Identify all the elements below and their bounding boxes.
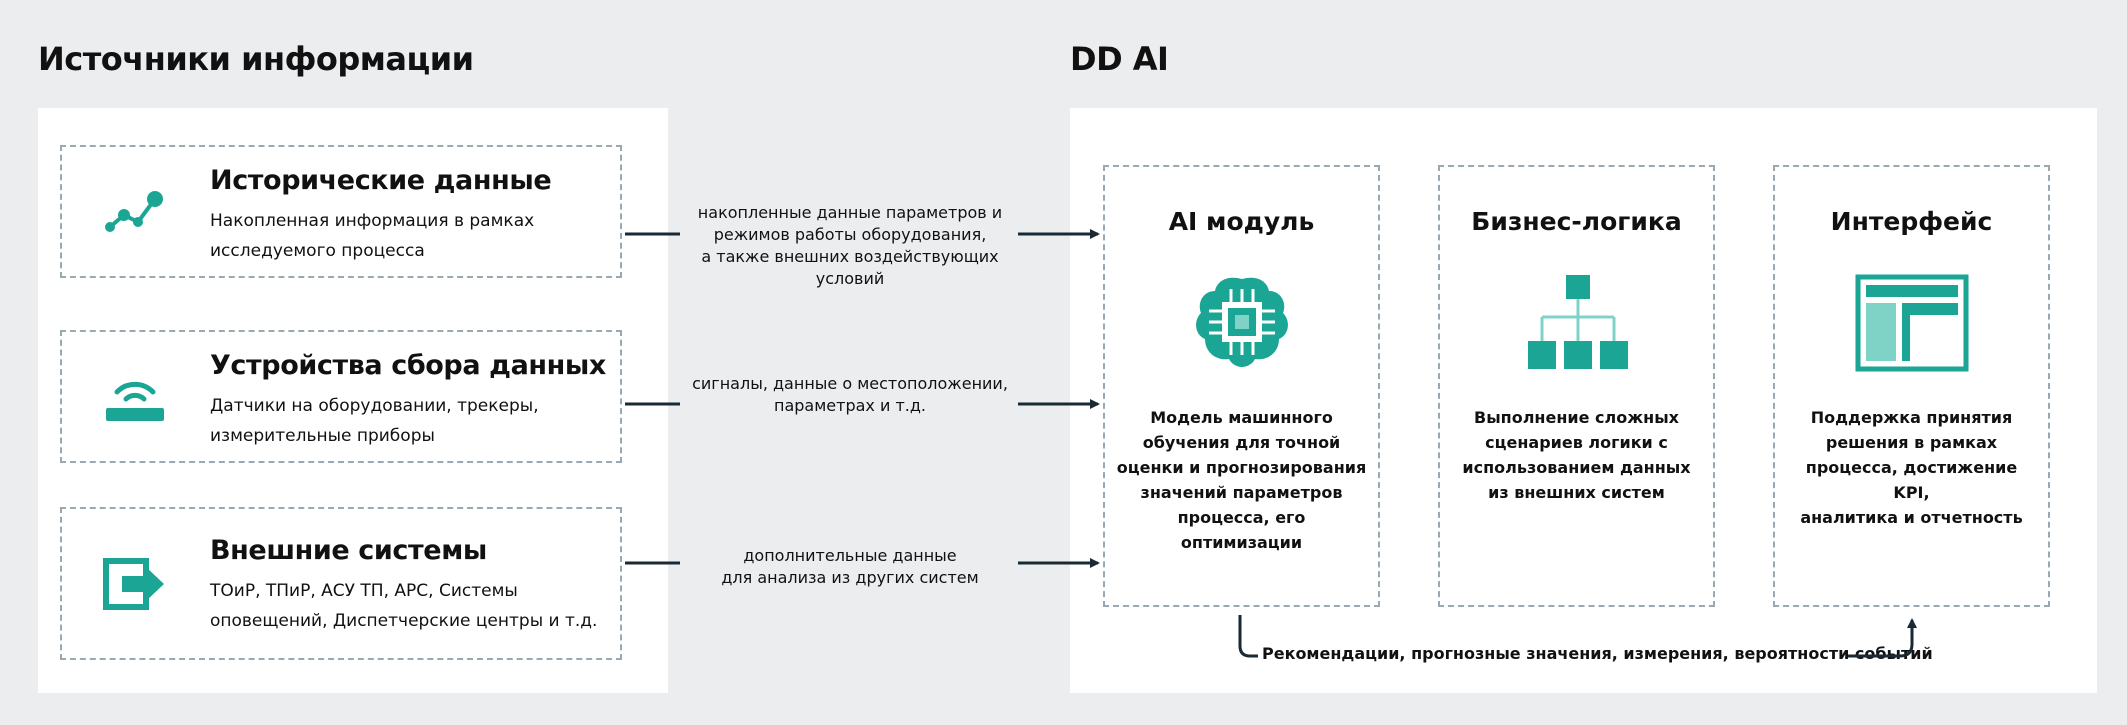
module-card-ai: AI модуль Модель машинного обуче [1103,165,1380,607]
ai-section-title: DD AI [1070,40,1169,78]
module-title: AI модуль [1168,207,1315,236]
source-description: Датчики на оборудовании, трекеры, измери… [210,396,539,446]
hierarchy-icon [1522,267,1632,381]
module-card-business-logic: Бизнес-логика Выполнение сложных сценари… [1438,165,1715,607]
source-title: Устройства сбора данных [210,350,606,381]
feedback-label: Рекомендации, прогнозные значения, измер… [1262,644,1933,663]
flow-label-external: дополнительные данные для анализа из дру… [721,546,979,587]
flow-label-historical: накопленные данные параметров и режимов … [697,203,1003,288]
source-title: Исторические данные [210,165,552,196]
source-card-historical: Исторические данные Накопленная информац… [60,145,622,278]
module-title: Интерфейс [1830,207,1993,236]
source-card-external: Внешние системы ТОиР, ТПиР, АСУ ТП, APC,… [60,507,622,660]
module-description: Выполнение сложных сценариев логики с ис… [1462,408,1691,502]
module-card-interface: Интерфейс Поддержка принятия решения в р… [1773,165,2050,607]
source-description: ТОиР, ТПиР, АСУ ТП, APC, Системы оповеще… [210,581,598,631]
wifi-router-icon [100,362,170,432]
ai-panel [1070,108,2097,693]
line-chart-icon [100,177,170,247]
module-title: Бизнес-логика [1471,207,1682,236]
module-description: Поддержка принятия решения в рамках проц… [1800,408,2023,527]
flow-label-devices: сигналы, данные о местоположении, параме… [692,374,1008,415]
module-description: Модель машинного обучения для точной оце… [1116,408,1367,552]
source-card-devices: Устройства сбора данных Датчики на обору… [60,330,622,463]
source-title: Внешние системы [210,535,487,566]
ai-brain-chip-icon [1187,267,1297,381]
source-description: Накопленная информация в рамках исследуе… [210,211,535,261]
import-arrow-icon [100,549,170,619]
sources-section-title: Источники информации [38,40,474,78]
dashboard-layout-icon [1852,267,1972,381]
